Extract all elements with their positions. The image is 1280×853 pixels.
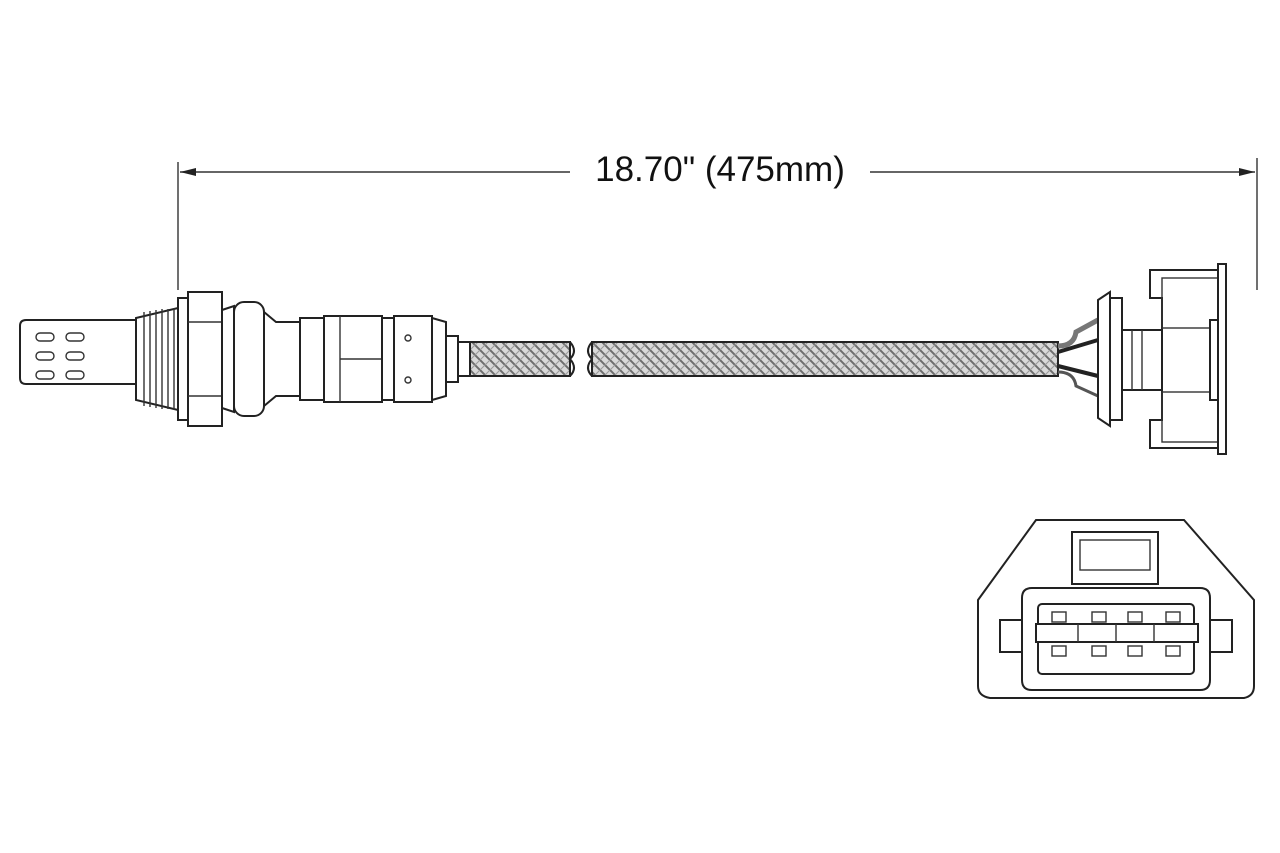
connector-front-view [977, 519, 1255, 699]
dimension-label: 18.70" (475mm) [570, 146, 870, 194]
sensor-thread [135, 306, 179, 412]
braided-cable-right [587, 341, 1059, 377]
sensor-shell [221, 301, 471, 417]
connector-side-view [1097, 263, 1227, 455]
sensor-probe [19, 319, 137, 385]
braided-cable-left [469, 341, 575, 377]
wire-leads [1057, 317, 1100, 398]
sensor-hex-nut [177, 291, 223, 427]
